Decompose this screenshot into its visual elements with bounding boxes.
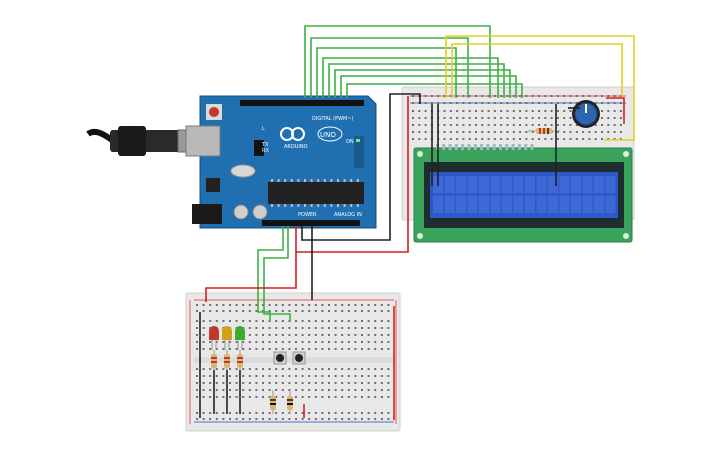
red-led — [209, 326, 219, 350]
led-resistor-2 — [224, 350, 230, 372]
pushbutton-1[interactable] — [273, 351, 287, 365]
arduino-logo — [280, 127, 305, 141]
atmega-chip — [268, 182, 364, 204]
usb-cable — [86, 126, 203, 156]
digital-header-label: DIGITAL (PWM~) — [312, 116, 354, 122]
tx-label: TX — [261, 142, 269, 148]
arduino-uno-board[interactable]: ARDUINO UNO DIGITAL (PWM~) POWER ANALOG … — [185, 95, 377, 229]
on-led-label: ON — [346, 139, 354, 145]
arduino-brand: ARDUINO — [284, 144, 308, 150]
reset-button[interactable] — [209, 107, 219, 117]
power-analog-header — [262, 220, 360, 226]
amber-led — [222, 326, 232, 350]
red-wires — [205, 96, 625, 420]
led-resistors — [211, 350, 243, 372]
capacitor-1 — [233, 204, 249, 220]
lcd-character-cells — [433, 176, 616, 213]
lcd-resistor — [528, 128, 560, 134]
traffic-leds — [209, 326, 245, 350]
voltage-regulator — [206, 178, 220, 192]
icsp-header — [254, 140, 264, 156]
analog-header-label: ANALOG IN — [334, 212, 362, 218]
dc-jack — [192, 204, 222, 224]
rx-label: RX — [262, 148, 269, 154]
crystal-oscillator — [230, 164, 256, 178]
on-led — [356, 139, 360, 142]
button-resistors — [270, 390, 293, 414]
led-resistor-1 — [211, 350, 217, 372]
potentiometer[interactable] — [572, 100, 600, 128]
power-header-label: POWER — [298, 212, 317, 218]
arduino-model: UNO — [320, 131, 336, 139]
pushbutton-2[interactable] — [292, 351, 306, 365]
yellow-wires — [445, 35, 635, 141]
capacitor-2 — [252, 204, 268, 220]
usb-port — [185, 125, 221, 157]
digital-header — [240, 100, 364, 106]
green-led — [235, 326, 245, 350]
green-wires — [257, 25, 523, 322]
black-wires — [199, 93, 580, 418]
atmega-chip-pins — [271, 179, 359, 207]
lcd-module[interactable] — [413, 144, 633, 243]
led-resistor-3 — [237, 350, 243, 372]
l-label: L — [262, 126, 265, 132]
